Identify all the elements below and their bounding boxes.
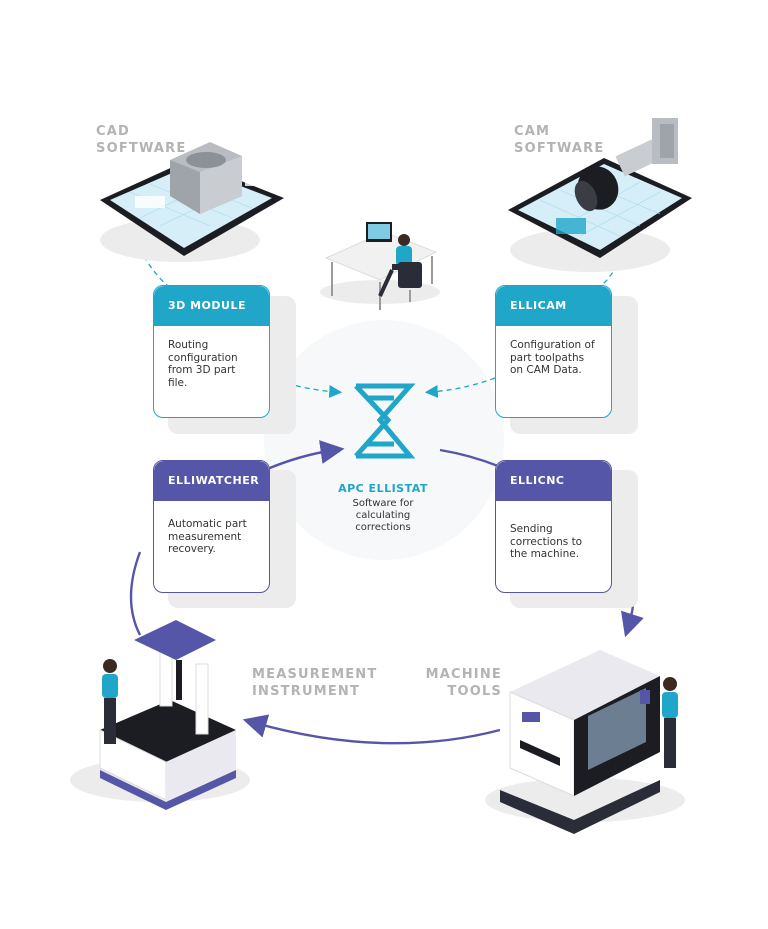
apc-ellistat-logo: [354, 383, 416, 459]
center-glow: [264, 320, 504, 560]
cycle-arrow-measure-to-watcher: [129, 551, 142, 636]
cycle-arrow-machine-to-measure: [242, 714, 501, 745]
machine-tool-illustration: [485, 650, 685, 834]
operator-at-desk-illustration: [320, 222, 440, 310]
card-3d-module-text: Routing configuration from 3D part file.: [154, 326, 269, 389]
card-elliwatcher-title: ELLIWATCHER: [154, 461, 269, 501]
cad-software-label: CAD SOFTWARE: [96, 123, 186, 157]
center-text-line: calculating: [355, 510, 411, 521]
card-text-line: corrections to: [510, 535, 583, 548]
cycle-arrow-watcher-to-center: [264, 440, 345, 472]
card-3d-module-title: 3D MODULE: [154, 286, 269, 326]
card-ellicnc-title: ELLICNC: [496, 461, 611, 501]
card-ellicam: ELLICAM Configuration of part toolpaths …: [495, 285, 612, 418]
card-text-line: from 3D part file.: [168, 364, 236, 389]
cam-software-label: CAM SOFTWARE: [514, 123, 604, 157]
center-text-line: Software for: [352, 498, 414, 509]
machine-tools-label: MACHINE TOOLS: [424, 666, 502, 700]
cycle-arrow-center-to-cnc: [439, 448, 499, 468]
cam-label-line2: SOFTWARE: [514, 141, 605, 156]
card-text-line: Sending: [510, 523, 553, 535]
card-text-line: measurement: [168, 530, 242, 543]
apc-ellistat-description: Software for calculating corrections: [318, 498, 448, 534]
cam-label-line1: CAM: [514, 124, 551, 139]
cad-label-line2: SOFTWARE: [96, 141, 187, 156]
measurement-label-line1: MEASUREMENT: [252, 667, 378, 682]
cam-tablet-illustration: [508, 118, 692, 272]
card-3d-module: 3D MODULE Routing configuration from 3D …: [153, 285, 270, 418]
card-elliwatcher-text: Automatic part measurement recovery.: [154, 501, 269, 556]
card-elliwatcher: ELLIWATCHER Automatic part measurement r…: [153, 460, 270, 593]
card-text-line: part toolpaths: [510, 351, 585, 364]
card-ellicam-text: Configuration of part toolpaths on CAM D…: [496, 326, 611, 377]
card-text-line: the machine.: [510, 548, 580, 560]
card-text-line: configuration: [168, 351, 238, 364]
card-text-line: on CAM Data.: [510, 364, 582, 376]
machine-label-line2: TOOLS: [447, 684, 502, 699]
card-text-line: Routing: [168, 339, 209, 351]
card-text-line: Configuration of: [510, 339, 595, 351]
apc-ellistat-title: APC ELLISTAT: [338, 482, 428, 495]
card-ellicnc: ELLICNC Sending corrections to the machi…: [495, 460, 612, 593]
cad-tablet-illustration: [100, 142, 284, 262]
cam-dashed-link: [589, 239, 629, 293]
machine-label-line1: MACHINE: [425, 667, 502, 682]
card-ellicnc-text: Sending corrections to the machine.: [496, 501, 611, 561]
measurement-instrument-label: MEASUREMENT INSTRUMENT: [252, 666, 377, 700]
card-text-line: recovery.: [168, 543, 216, 555]
measurement-label-line2: INSTRUMENT: [252, 684, 361, 699]
center-text-line: corrections: [355, 522, 411, 533]
cad-label-line1: CAD: [96, 124, 130, 139]
measurement-instrument-illustration: [70, 620, 250, 810]
card-ellicam-title: ELLICAM: [496, 286, 611, 326]
card-text-line: Automatic part: [168, 518, 247, 530]
